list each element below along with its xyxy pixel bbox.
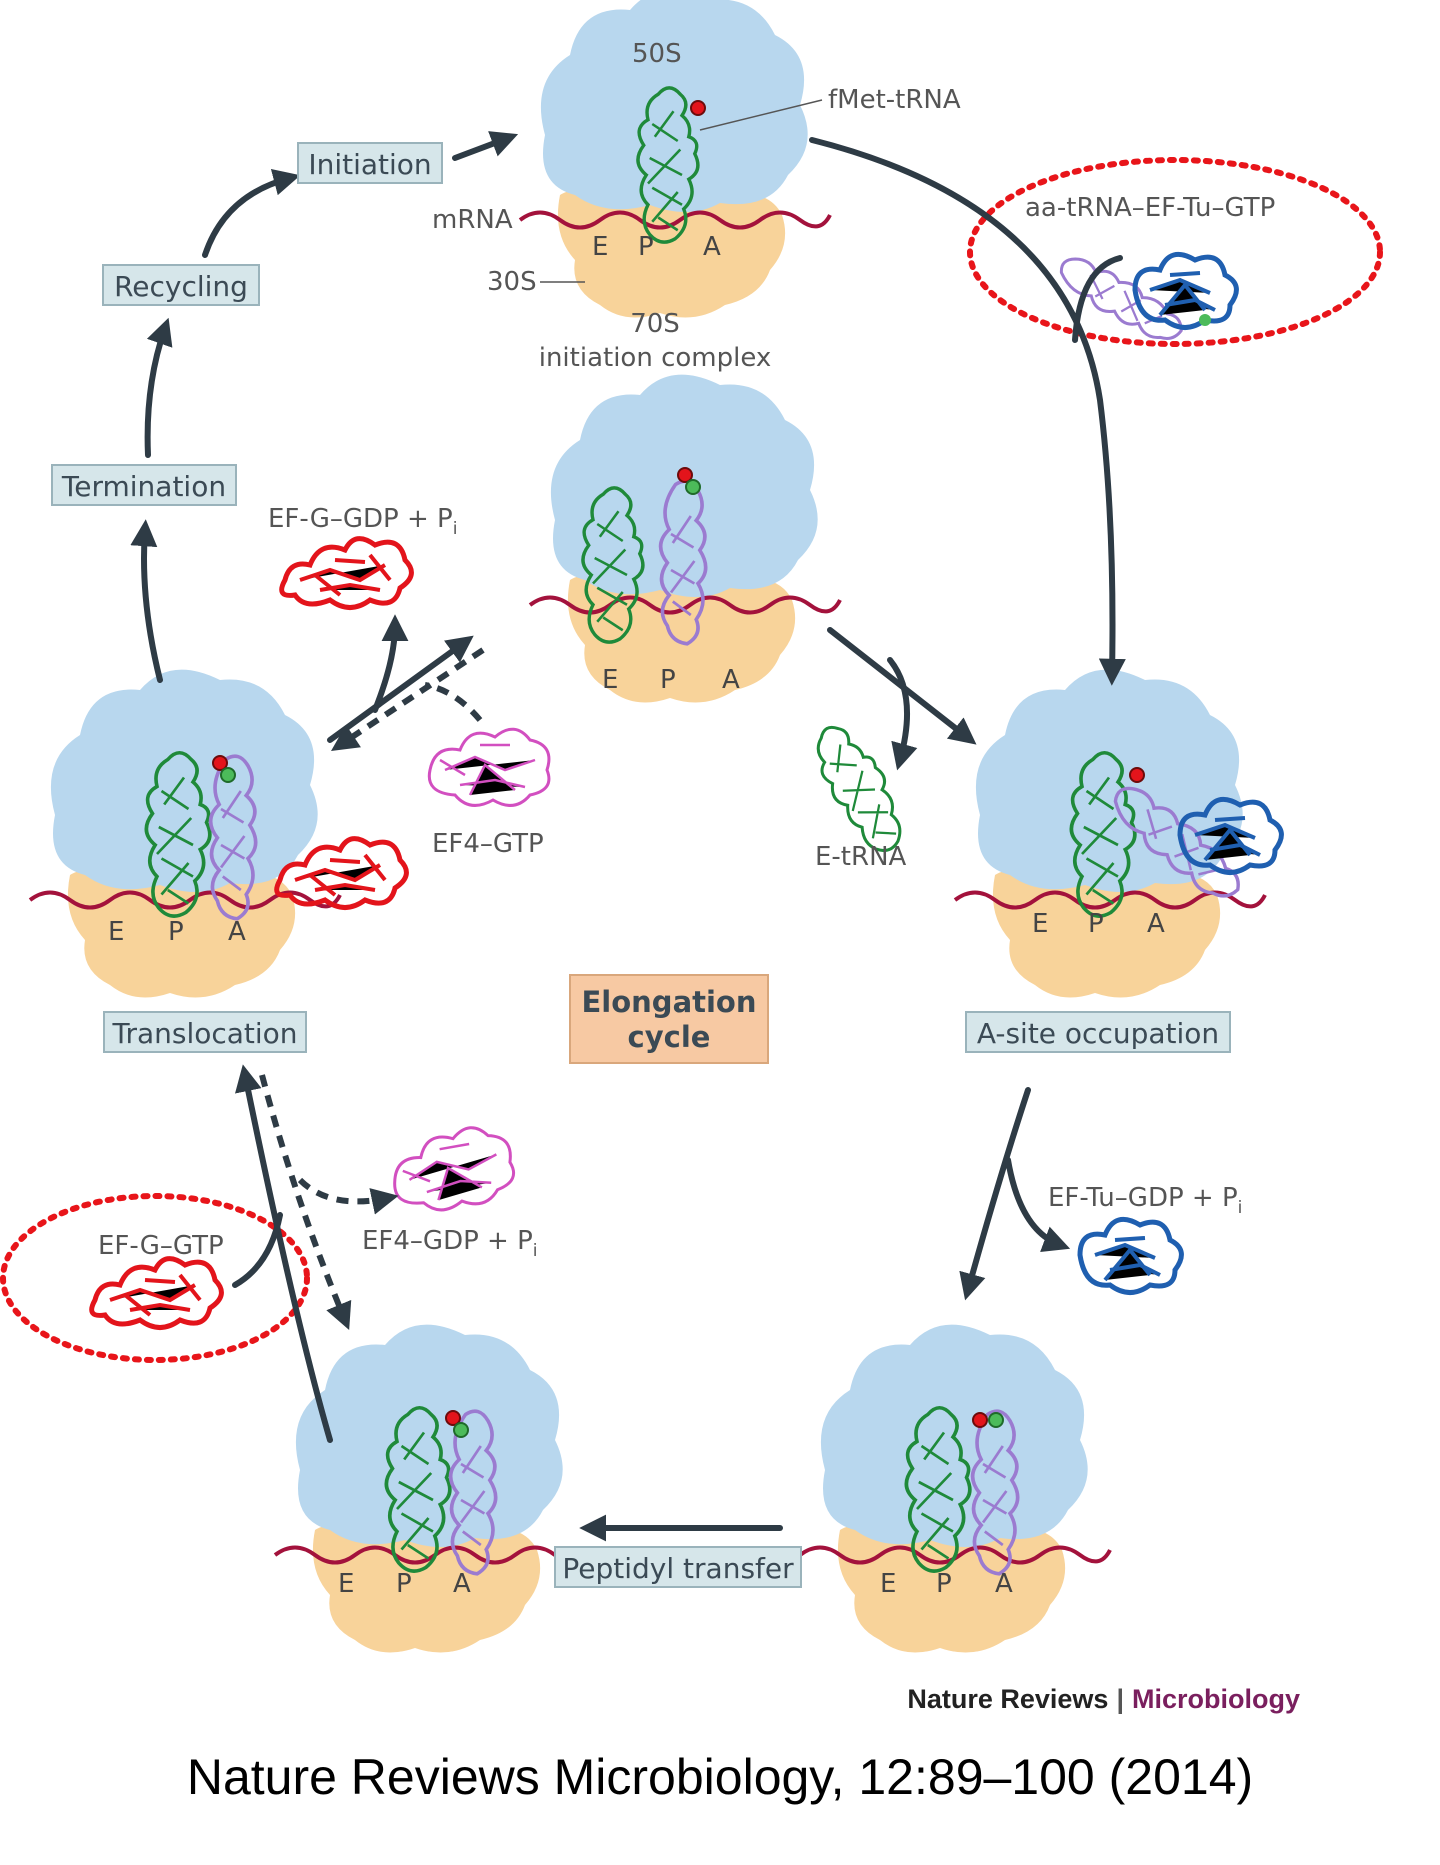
label-ef-tu-gdp: EF-Tu–GDP + Pi <box>1048 1183 1242 1218</box>
label-ef-g-gtp: EF-G–GTP <box>98 1231 224 1261</box>
svg-text:E: E <box>880 1569 896 1599</box>
arrow-initiation-to-a-site <box>809 137 1126 686</box>
arrow-e-trna-release <box>887 657 918 771</box>
aa-trna-ef-tu-gtp-complex <box>1051 247 1237 352</box>
arrow-a-site-to-peptidyl <box>959 1087 1031 1301</box>
svg-text:A: A <box>722 665 740 695</box>
label-fmet-trna: fMet-tRNA <box>828 85 961 115</box>
elongation-cycle-line1: Elongation <box>581 985 756 1019</box>
svg-text:A: A <box>1147 909 1165 939</box>
arrow-translocation-to-elongation <box>327 635 474 743</box>
svg-text:P: P <box>396 1569 412 1599</box>
arrow-elongation-to-a-site <box>827 627 977 745</box>
sites-peptidyl-transfer: E P A <box>880 1569 1013 1599</box>
ef-g-gtp-protein <box>92 1259 222 1328</box>
label-30s: 30S <box>487 267 537 297</box>
svg-text:E: E <box>108 917 124 947</box>
label-ef4-gtp: EF4–GTP <box>432 829 544 859</box>
svg-text:P: P <box>168 917 184 947</box>
arrow-ef4-gdp-release <box>297 1177 399 1215</box>
stage-a-site-occupation: A-site occupation <box>965 1011 1231 1053</box>
stage-initiation-label: Initiation <box>308 148 431 181</box>
label-50s: 50S <box>632 39 682 69</box>
svg-text:A: A <box>228 917 246 947</box>
aa-trna-highlight-ring <box>967 157 1383 347</box>
sites-post-translocation: E P A <box>338 1569 471 1599</box>
ef-g-gdp-protein <box>282 539 412 608</box>
svg-text:A: A <box>453 1569 471 1599</box>
ribosome-peptidyl-transfer <box>798 1322 1112 1655</box>
arrow-ef-g-gdp-release <box>372 614 409 713</box>
ribosome-a-site-occupation <box>953 667 1281 1000</box>
stage-peptidyl-transfer-label: Peptidyl transfer <box>562 1552 794 1585</box>
svg-text:E: E <box>1032 909 1048 939</box>
ribosome-elongation-center <box>528 372 842 705</box>
ef-tu-gdp-protein <box>1080 1219 1181 1292</box>
arrow-ef-tu-gdp-release <box>1005 1157 1071 1252</box>
arrow-to-translocation <box>235 1064 333 1443</box>
ribosome-70s-initiation-complex <box>518 0 832 320</box>
stage-peptidyl-transfer: Peptidyl transfer <box>554 1546 802 1588</box>
arrow-ef4-back-translocation <box>331 647 485 751</box>
stage-termination: Termination <box>51 464 237 506</box>
stage-initiation: Initiation <box>297 142 443 184</box>
leader-fmet-trna <box>699 99 823 131</box>
ef4-gtp-protein <box>427 727 551 807</box>
stage-translocation: Translocation <box>103 1011 307 1053</box>
svg-text:P: P <box>1088 909 1104 939</box>
arrow-to-initiation-complex <box>452 131 519 161</box>
label-aa-trna-ef-tu-gtp: aa-tRNA–EF-Tu–GTP <box>1025 193 1275 223</box>
stage-termination-label: Termination <box>61 470 226 503</box>
stage-recycling-label: Recycling <box>114 270 248 303</box>
arrow-recycling-to-initiation <box>202 169 301 258</box>
stage-a-site-occupation-label: A-site occupation <box>977 1017 1219 1050</box>
svg-text:P: P <box>936 1569 952 1599</box>
svg-text:E: E <box>602 665 618 695</box>
label-initiation-complex: initiation complex <box>539 343 772 373</box>
label-e-trna: E-tRNA <box>815 842 907 872</box>
svg-text:A: A <box>995 1569 1013 1599</box>
svg-text:E: E <box>592 232 608 262</box>
sites-elongation: E P A <box>602 665 740 695</box>
ef4-gdp-protein <box>385 1120 520 1220</box>
arrow-ef4-gtp-binding <box>424 682 483 722</box>
sites-a-site: E P A <box>1032 909 1165 939</box>
stage-recycling: Recycling <box>102 264 260 306</box>
stage-translocation-label: Translocation <box>111 1017 297 1050</box>
label-ef-g-gdp: EF-G–GDP + Pi <box>268 504 457 539</box>
svg-text:P: P <box>660 665 676 695</box>
svg-text:A: A <box>703 232 721 262</box>
label-ef4-gdp: EF4–GDP + Pi <box>362 1226 538 1261</box>
arrow-translocation-to-termination <box>130 519 163 683</box>
ribosome-translocation <box>28 667 406 1000</box>
label-70s: 70S <box>630 309 680 339</box>
arrow-ef4-dashed-forward <box>259 1074 352 1330</box>
elongation-cycle-line2: cycle <box>628 1020 711 1054</box>
citation-footer: Nature Reviews Microbiology, 12:89–100 (… <box>186 1749 1254 1805</box>
arrow-termination-to-recycling <box>144 317 173 458</box>
svg-text:E: E <box>338 1569 354 1599</box>
e-trna-released <box>801 714 919 862</box>
ef-g-gtp-highlight-ring <box>0 1193 310 1363</box>
svg-text:P: P <box>638 232 654 262</box>
elongation-cycle-box: Elongation cycle <box>569 974 769 1064</box>
arrow-aa-trna-joins <box>1072 255 1123 343</box>
journal-credit: Nature Reviews|Microbiology <box>907 1684 1300 1714</box>
sites-translocation: E P A <box>108 917 246 947</box>
arrow-ef-g-gtp-binding <box>232 1212 283 1288</box>
ribosome-after-translocation <box>273 1322 587 1655</box>
label-mrna: mRNA <box>432 205 513 235</box>
sites-initiation: E P A <box>592 232 721 262</box>
